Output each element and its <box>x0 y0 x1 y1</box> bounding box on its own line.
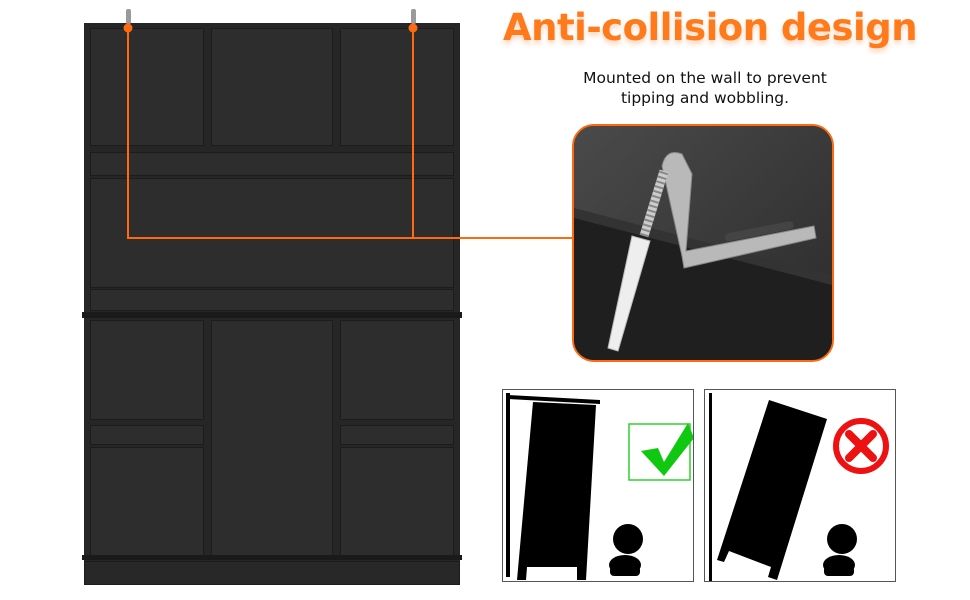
cabinet-panel <box>90 289 454 311</box>
wall-bracket-icon <box>126 9 416 24</box>
checkmark-icon <box>641 423 694 476</box>
cabinet-panel <box>90 320 204 420</box>
baby-silhouette-icon <box>823 524 857 576</box>
cabinet-panel <box>340 28 454 146</box>
subtitle-line: tipping and wobbling. <box>620 89 790 107</box>
subtitle-line: Mounted on the wall to prevent <box>583 69 827 87</box>
anchor-point <box>408 23 418 33</box>
cabinet-back <box>82 23 462 585</box>
cross-circle-icon <box>833 418 889 474</box>
bracket-detail-photo <box>572 124 834 362</box>
baby-silhouette-icon <box>609 524 643 576</box>
cabinet-silhouette <box>717 400 827 580</box>
cabinet-rail <box>82 555 462 560</box>
cabinet-panel <box>340 320 454 420</box>
cabinet-panel <box>90 28 204 146</box>
wrong-usage-panel <box>704 389 896 582</box>
cabinet-panel <box>340 425 454 445</box>
cabinet-rail <box>82 312 462 318</box>
correct-usage-panel <box>502 389 694 582</box>
subtitle: Mounted on the wall to prevent tipping a… <box>540 68 870 108</box>
cabinet-panel <box>90 425 204 445</box>
cabinet-panel <box>211 320 333 556</box>
cabinet-panel <box>340 447 454 556</box>
cabinet-panel <box>90 178 454 288</box>
cabinet-panel <box>90 152 454 176</box>
cabinet-base <box>84 561 460 585</box>
cabinet-panel <box>90 447 204 556</box>
anchor-point <box>123 23 133 33</box>
page-title: Anti-collision design <box>502 6 918 49</box>
cabinet-panel <box>211 28 333 146</box>
cabinet-silhouette <box>517 402 596 580</box>
